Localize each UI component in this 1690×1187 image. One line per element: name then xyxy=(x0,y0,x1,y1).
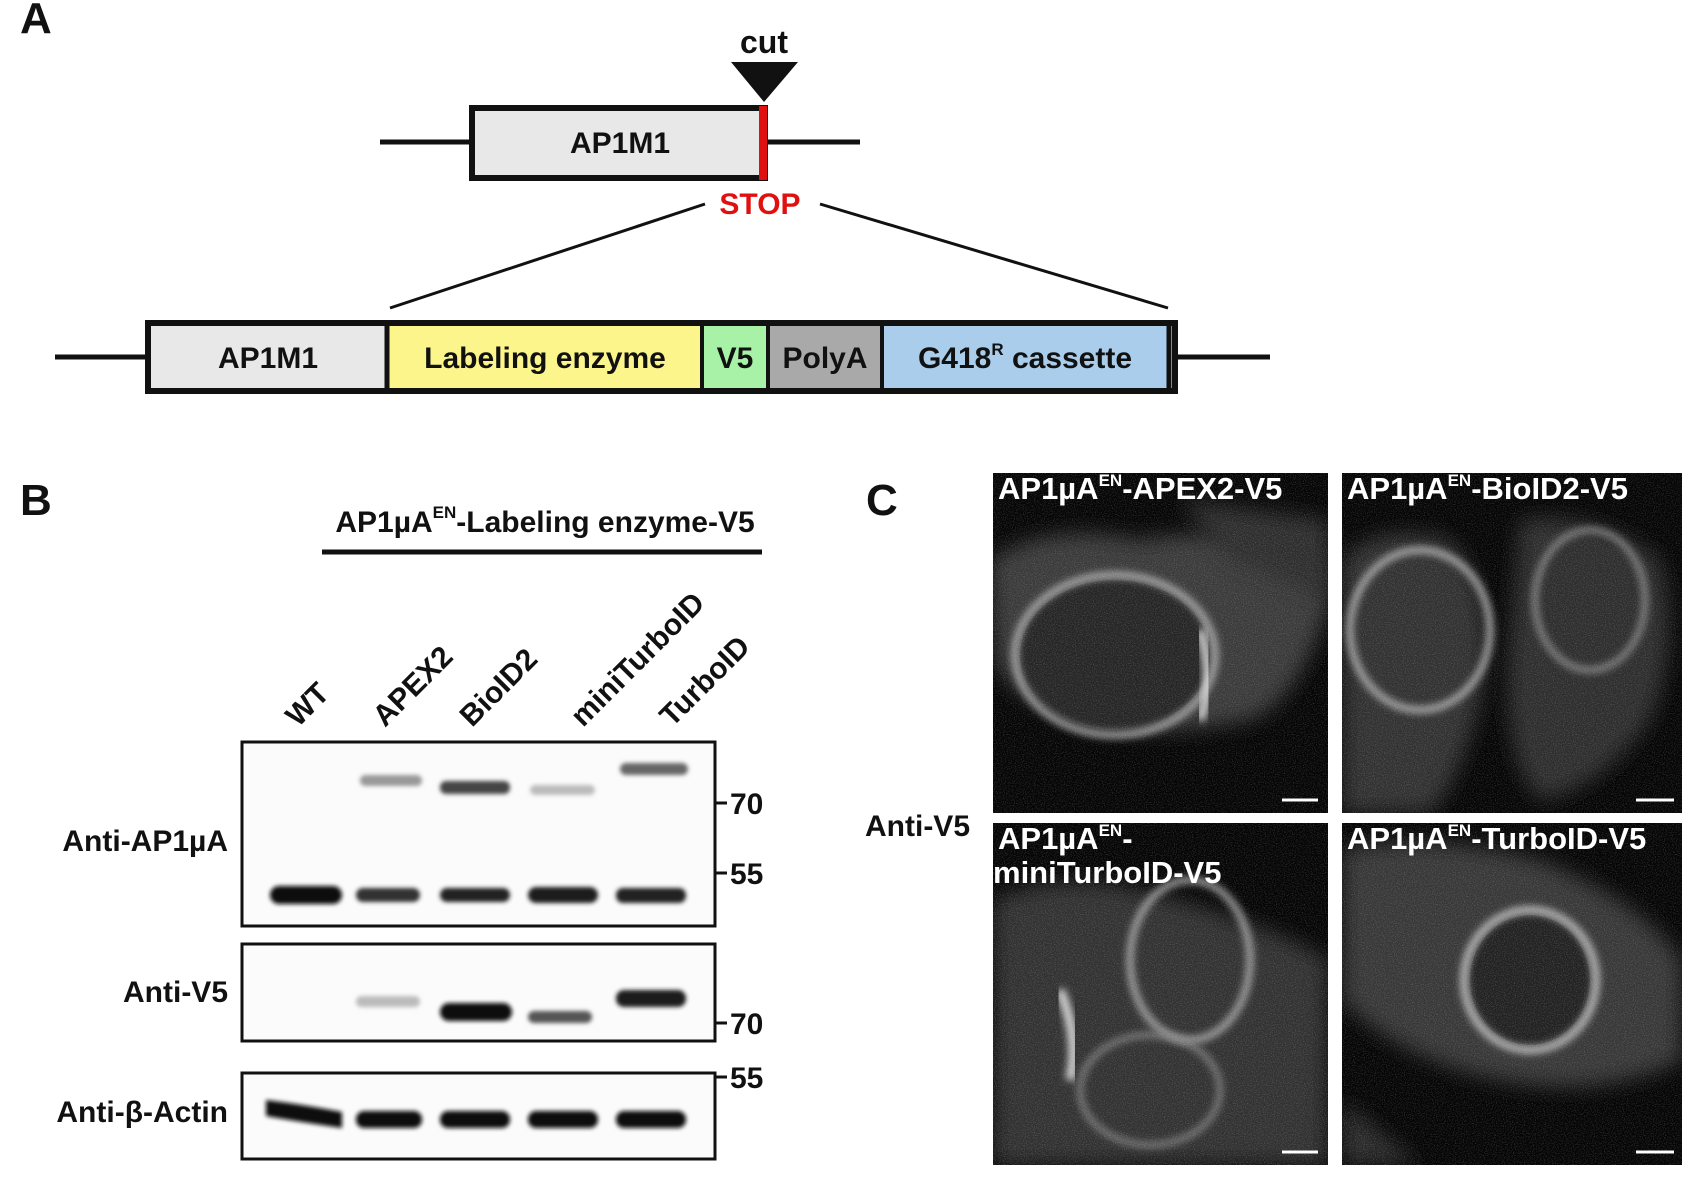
micrograph-miniturboid xyxy=(993,823,1328,1165)
lane-label-wt: WT xyxy=(280,677,336,733)
construct-label-v5: V5 xyxy=(717,342,754,375)
construct-label-labeling: Labeling enzyme xyxy=(424,342,666,375)
construct-label-polya: PolyA xyxy=(782,342,867,375)
band xyxy=(356,888,420,902)
panel-a-diagram: AP1M1 cut STOP AP1M1 Labeling enzyme V5 … xyxy=(55,24,1270,394)
micrograph-apex2 xyxy=(993,473,1328,813)
panel-b-letter: B xyxy=(20,476,52,525)
blot-v5: Anti-V5 70 xyxy=(123,942,763,1043)
lane-label-apex2: APEX2 xyxy=(367,640,460,733)
construct-label-g418: G418R cassette xyxy=(918,340,1132,375)
band xyxy=(528,1111,598,1128)
micrograph-turboid xyxy=(1342,823,1682,1165)
marker-55-blot3: 55 xyxy=(730,1062,763,1095)
lane-label-bioid2: BioID2 xyxy=(454,642,545,733)
top-gene-label: AP1M1 xyxy=(570,127,670,160)
band xyxy=(616,1111,686,1128)
group-title-post: -Labeling enzyme-V5 xyxy=(456,506,754,539)
micrograph-title-turboid: AP1µAEN-TurboID-V5 xyxy=(1347,821,1646,856)
construct-label-ap1m1: AP1M1 xyxy=(218,342,318,375)
marker-55-blot1: 55 xyxy=(730,858,763,891)
micrograph-bioid2 xyxy=(1342,473,1682,813)
group-title-sup: EN xyxy=(433,503,457,522)
band xyxy=(620,763,688,775)
zoom-line-left xyxy=(389,202,706,310)
band xyxy=(440,888,510,902)
band xyxy=(616,888,686,903)
micrograph-title-miniturboid-line2: miniTurboID-V5 xyxy=(993,855,1221,890)
g418-tail: cassette xyxy=(1004,342,1132,375)
band xyxy=(528,1011,592,1023)
g418-main: G418 xyxy=(918,342,991,375)
construct-seg-labeling xyxy=(387,323,702,391)
stop-codon-mark xyxy=(759,106,767,180)
g418-superscript: R xyxy=(991,340,1003,359)
panel-a-letter: A xyxy=(20,0,52,43)
micrograph-title-apex2: AP1µAEN-APEX2-V5 xyxy=(998,471,1282,506)
marker-70-blot1: 70 xyxy=(730,788,763,821)
group-title-pre: AP1µA xyxy=(335,506,432,539)
panel-b-group-title: AP1µAEN-Labeling enzyme-V5 xyxy=(335,503,754,539)
band xyxy=(528,887,598,903)
band xyxy=(440,1003,512,1021)
cut-label: cut xyxy=(740,24,788,60)
blot-ap1mua: Anti-AP1µA 70 55 xyxy=(62,740,763,928)
micrograph-title-miniturboid: AP1µAEN- xyxy=(998,821,1133,856)
zoom-line-right xyxy=(819,202,1169,310)
panel-c-letter: C xyxy=(866,476,898,525)
marker-70-blot2: 70 xyxy=(730,1008,763,1041)
blot-actin: Anti-β-Actin 55 xyxy=(56,1062,763,1161)
lane-labels: WT APEX2 BioID2 miniTurboID TurboID xyxy=(280,586,757,733)
panel-c-side-label: Anti-V5 xyxy=(865,810,970,843)
band xyxy=(266,1100,342,1128)
band xyxy=(530,785,595,795)
blot-label-actin: Anti-β-Actin xyxy=(56,1096,228,1129)
construct-seg-v5 xyxy=(702,323,768,391)
construct-seg-polya xyxy=(768,323,882,391)
band xyxy=(440,781,510,794)
band xyxy=(270,886,342,904)
micrograph-title-bioid2: AP1µAEN-BioID2-V5 xyxy=(1347,471,1628,506)
band xyxy=(360,775,422,786)
blot-label-ap1mua: Anti-AP1µA xyxy=(62,825,228,858)
construct-seg-g418 xyxy=(882,323,1169,391)
band xyxy=(440,1111,510,1128)
construct-outline xyxy=(145,320,1178,394)
band xyxy=(356,1111,422,1128)
blot-label-v5: Anti-V5 xyxy=(123,976,228,1009)
construct-seg-ap1m1 xyxy=(148,323,387,391)
cut-triangle xyxy=(731,62,798,102)
band xyxy=(356,996,420,1007)
band xyxy=(616,990,686,1007)
stop-label: STOP xyxy=(719,188,800,221)
